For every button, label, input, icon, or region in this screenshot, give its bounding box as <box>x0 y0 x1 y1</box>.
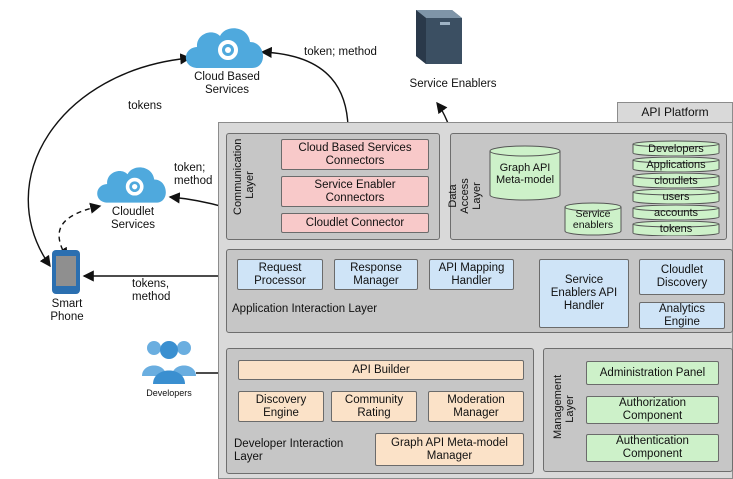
cloudlet-services-label: Cloudlet Services <box>110 206 156 231</box>
smart-phone-label: Smart Phone <box>50 298 84 323</box>
users-icon <box>142 341 196 384</box>
management-layer-label: Management Layer <box>552 374 576 439</box>
authorization-component[interactable]: Authorization Component <box>586 396 719 424</box>
edge-label-token-method: token; method <box>304 46 377 58</box>
store-cloudlets[interactable]: cloudlets <box>632 172 720 188</box>
communication-layer-label: Communication Layer <box>232 138 256 215</box>
administration-panel[interactable]: Administration Panel <box>586 361 719 385</box>
database-icon <box>489 145 561 201</box>
api-mapping-handler[interactable]: API Mapping Handler <box>429 259 514 290</box>
api-platform-tab: API Platform <box>617 102 733 123</box>
api-platform-title: API Platform <box>641 105 709 119</box>
store-applications[interactable]: Applications <box>632 156 720 172</box>
service-enabler-connectors[interactable]: Service Enabler Connectors <box>281 176 429 207</box>
authentication-component[interactable]: Authentication Component <box>586 434 719 462</box>
analytics-engine[interactable]: Analytics Engine <box>639 302 725 329</box>
store-users[interactable]: users <box>632 188 720 204</box>
service-enablers-label: Service Enablers <box>409 78 497 90</box>
smartphone-icon <box>52 250 80 294</box>
database-icon <box>632 204 720 220</box>
service-enablers-db[interactable]: Service enablers <box>564 202 622 236</box>
store-accounts[interactable]: accounts <box>632 204 720 220</box>
cloudlet-discovery[interactable]: Cloudlet Discovery <box>639 259 725 295</box>
store-developers[interactable]: Developers <box>632 140 720 156</box>
community-rating[interactable]: Community Rating <box>331 391 417 422</box>
store-tokens[interactable]: tokens <box>632 220 720 236</box>
edge-label-tokens: tokens <box>128 100 162 112</box>
server-icon <box>416 10 462 64</box>
cloud-services-label: Cloud Based Services <box>194 71 260 96</box>
database-icon <box>632 220 720 236</box>
edge-label-token-method-cloudlet: token; method <box>174 162 214 188</box>
graph-api-meta-model-manager[interactable]: Graph API Meta-model Manager <box>375 433 524 466</box>
moderation-manager[interactable]: Moderation Manager <box>428 391 524 422</box>
application-interaction-layer-label: Application Interaction Layer <box>232 303 378 315</box>
cloudlet-connector[interactable]: Cloudlet Connector <box>281 213 429 233</box>
discovery-engine[interactable]: Discovery Engine <box>238 391 324 422</box>
cloud-icon <box>97 167 166 203</box>
edge-label-token-method-text: token; method <box>174 162 213 187</box>
cloud-icon <box>185 28 264 68</box>
data-access-layer-label: Data Access Layer <box>447 178 483 214</box>
edge-label-tokens-method: tokens, method <box>132 278 171 303</box>
developers-label: Developers <box>146 388 192 398</box>
data-store-stack: Developers Applications cloudlets users … <box>632 140 720 236</box>
database-icon <box>632 156 720 172</box>
response-manager[interactable]: Response Manager <box>334 259 418 290</box>
graph-api-meta-model-db[interactable]: Graph API Meta-model <box>489 145 561 201</box>
api-builder[interactable]: API Builder <box>238 360 524 380</box>
database-icon <box>632 140 720 156</box>
database-icon <box>632 188 720 204</box>
cbs-connectors[interactable]: Cloud Based Services Connectors <box>281 139 429 170</box>
request-processor[interactable]: Request Processor <box>237 259 323 290</box>
developer-interaction-layer-label: Developer Interaction Layer <box>234 438 344 463</box>
database-icon <box>564 202 622 236</box>
service-enablers-api-handler[interactable]: Service Enablers API Handler <box>539 259 629 328</box>
database-icon <box>632 172 720 188</box>
